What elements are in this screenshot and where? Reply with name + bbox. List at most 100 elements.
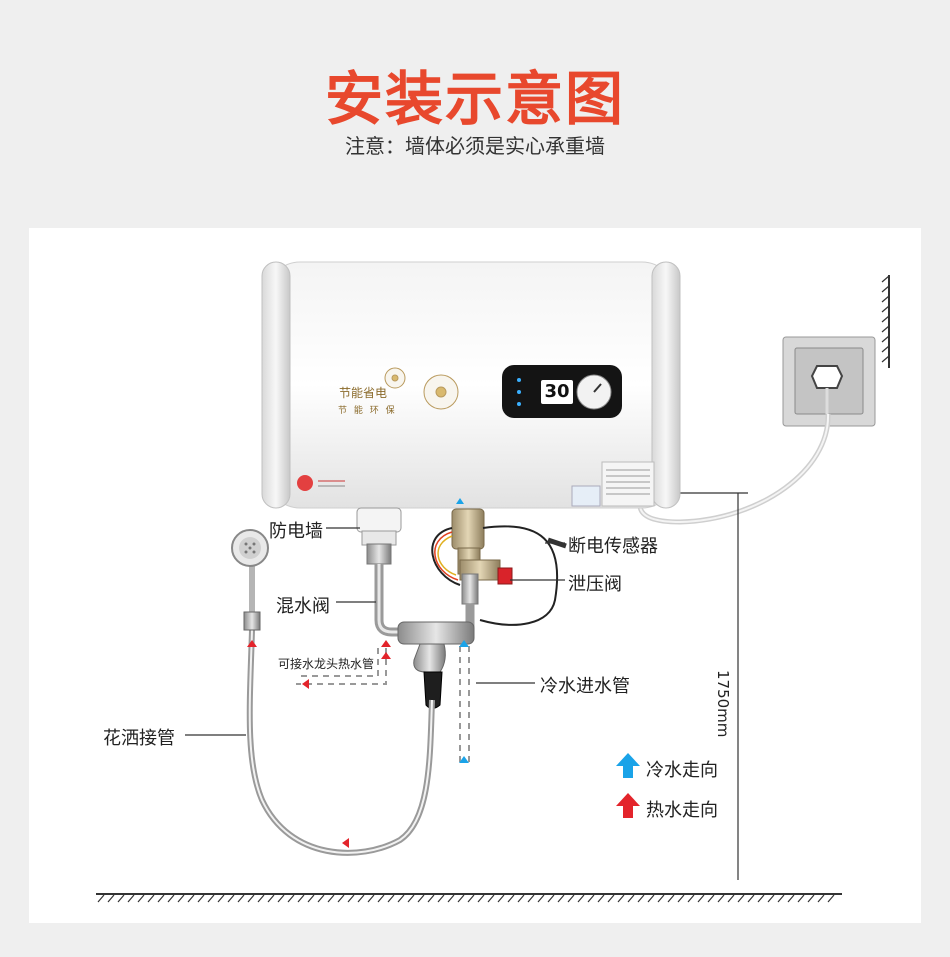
floor-hatch-mark — [267, 894, 275, 903]
floor-hatch-mark — [447, 894, 455, 903]
floor-hatch-mark — [157, 894, 165, 903]
floor-hatch-mark — [397, 894, 405, 903]
label-height-dimension: 1750mm — [714, 670, 732, 738]
floor-hatch-mark — [627, 894, 635, 903]
floor-hatch-mark — [287, 894, 295, 903]
floor-hatch-mark — [227, 894, 235, 903]
floor-hatch-mark — [257, 894, 265, 903]
label-mixing-valve: 混水阀 — [276, 596, 330, 617]
floor-hatch-mark — [147, 894, 155, 903]
floor-hatch-mark — [407, 894, 415, 903]
floor-hatch-mark — [367, 894, 375, 903]
floor-hatch-mark — [517, 894, 525, 903]
floor-hatch-mark — [737, 894, 745, 903]
floor-hatch-mark — [817, 894, 825, 903]
floor-hatch-mark — [717, 894, 725, 903]
floor-hatch-mark — [807, 894, 815, 903]
power-socket — [782, 336, 876, 427]
floor-hatch-mark — [637, 894, 645, 903]
label-faucet-hot-pipe: 可接水龙头热水管 — [278, 657, 375, 671]
floor-hatch-mark — [237, 894, 245, 903]
floor-hatch-mark — [797, 894, 805, 903]
anti-electric-wall-fitting — [356, 507, 402, 565]
temperature-display: 30 — [541, 380, 573, 404]
cold-inlet-dashed-line — [459, 646, 470, 765]
floor-hatch-mark — [467, 894, 475, 903]
floor-hatch-mark — [707, 894, 715, 903]
floor-hatch-mark — [617, 894, 625, 903]
floor-hatch-mark — [657, 894, 665, 903]
floor-hatch-mark — [387, 894, 395, 903]
heater-brand-text: 节能省电 — [339, 386, 388, 400]
page-subtitle: 注意：墙体必须是实心承重墙 — [345, 134, 605, 158]
floor-hatch-mark — [417, 894, 425, 903]
floor-hatch-mark — [757, 894, 765, 903]
legend-hot-arrow-icon — [616, 793, 640, 818]
floor-hatch-mark — [427, 894, 435, 903]
sensor-wire — [431, 525, 559, 626]
floor-hatch-mark — [527, 894, 535, 903]
floor-hatch-mark — [697, 894, 705, 903]
floor-hatch-mark — [97, 894, 105, 903]
floor-hatch-mark — [337, 894, 345, 903]
floor-hatch-mark — [197, 894, 205, 903]
legend-cold-label: 冷水走向 — [646, 760, 718, 781]
floor-hatch-mark — [277, 894, 285, 903]
floor-hatch-mark — [687, 894, 695, 903]
floor-hatch-mark — [677, 894, 685, 903]
heater-brand-subtext: 节 能 环 保 — [338, 406, 397, 416]
floor-hatch-mark — [297, 894, 305, 903]
floor-hatch-mark — [457, 894, 465, 903]
floor-hatch-mark — [647, 894, 655, 903]
cold-flow-arrows — [456, 498, 469, 763]
floor-hatch-mark — [567, 894, 575, 903]
wall-hatch — [881, 275, 890, 368]
floor-hatch-mark — [497, 894, 505, 903]
floor-hatch-mark — [117, 894, 125, 903]
floor-hatch-mark — [187, 894, 195, 903]
floor-hatch-mark — [537, 894, 545, 903]
floor-hatch-mark — [437, 894, 445, 903]
floor-hatch-mark — [217, 894, 225, 903]
floor-hatch-mark — [107, 894, 115, 903]
label-power-sensor: 断电传感器 — [568, 536, 658, 557]
floor-hatch-mark — [547, 894, 555, 903]
floor-hatch-mark — [167, 894, 175, 903]
floor-hatch-mark — [137, 894, 145, 903]
floor-hatch-mark — [377, 894, 385, 903]
label-cold-inlet-pipe: 冷水进水管 — [540, 676, 630, 697]
hot-flow-arrows — [247, 640, 391, 848]
floor-hatch-mark — [747, 894, 755, 903]
label-relief-valve: 泄压阀 — [568, 574, 622, 595]
legend-hot-label: 热水走向 — [646, 800, 718, 821]
floor-hatch-mark — [487, 894, 495, 903]
floor-hatch-mark — [727, 894, 735, 903]
floor-hatch-mark — [557, 894, 565, 903]
floor-hatch-mark — [777, 894, 785, 903]
floor-hatch-mark — [767, 894, 775, 903]
floor-hatch-mark — [597, 894, 605, 903]
floor-hatch-mark — [127, 894, 135, 903]
floor-hatch-mark — [607, 894, 615, 903]
height-dimension-line — [676, 492, 748, 880]
floor-hatch-mark — [477, 894, 485, 903]
floor-hatch — [96, 893, 842, 903]
floor-hatch-mark — [577, 894, 585, 903]
floor-hatch-mark — [207, 894, 215, 903]
floor-hatch-mark — [827, 894, 835, 903]
floor-hatch-mark — [307, 894, 315, 903]
faucet-hot-dashed-line — [296, 648, 387, 685]
floor-hatch-mark — [667, 894, 675, 903]
floor-hatch-mark — [587, 894, 595, 903]
floor-hatch-mark — [787, 894, 795, 903]
floor-hatch-mark — [327, 894, 335, 903]
floor-hatch-mark — [247, 894, 255, 903]
leader-lines — [185, 527, 565, 736]
label-anti-electric-wall: 防电墙 — [269, 521, 323, 542]
floor-hatch-mark — [177, 894, 185, 903]
floor-hatch-mark — [347, 894, 355, 903]
water-heater-tank — [261, 261, 681, 509]
floor-hatch-mark — [507, 894, 515, 903]
legend-cold-arrow-icon — [616, 753, 640, 778]
